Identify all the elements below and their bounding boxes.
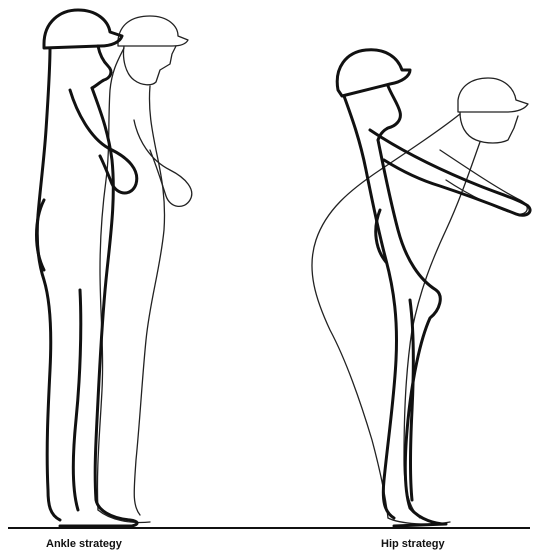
ankle-figure-leaning [97, 16, 191, 523]
hip-figure-upright [337, 50, 530, 526]
ankle-strategy-caption: Ankle strategy [46, 538, 122, 550]
hip-figure-bent [312, 78, 528, 524]
ankle-figure-upright [37, 10, 138, 526]
ankle-strategy-figures [37, 10, 192, 526]
hip-strategy-figures [312, 50, 530, 526]
hip-strategy-caption: Hip strategy [381, 538, 445, 550]
